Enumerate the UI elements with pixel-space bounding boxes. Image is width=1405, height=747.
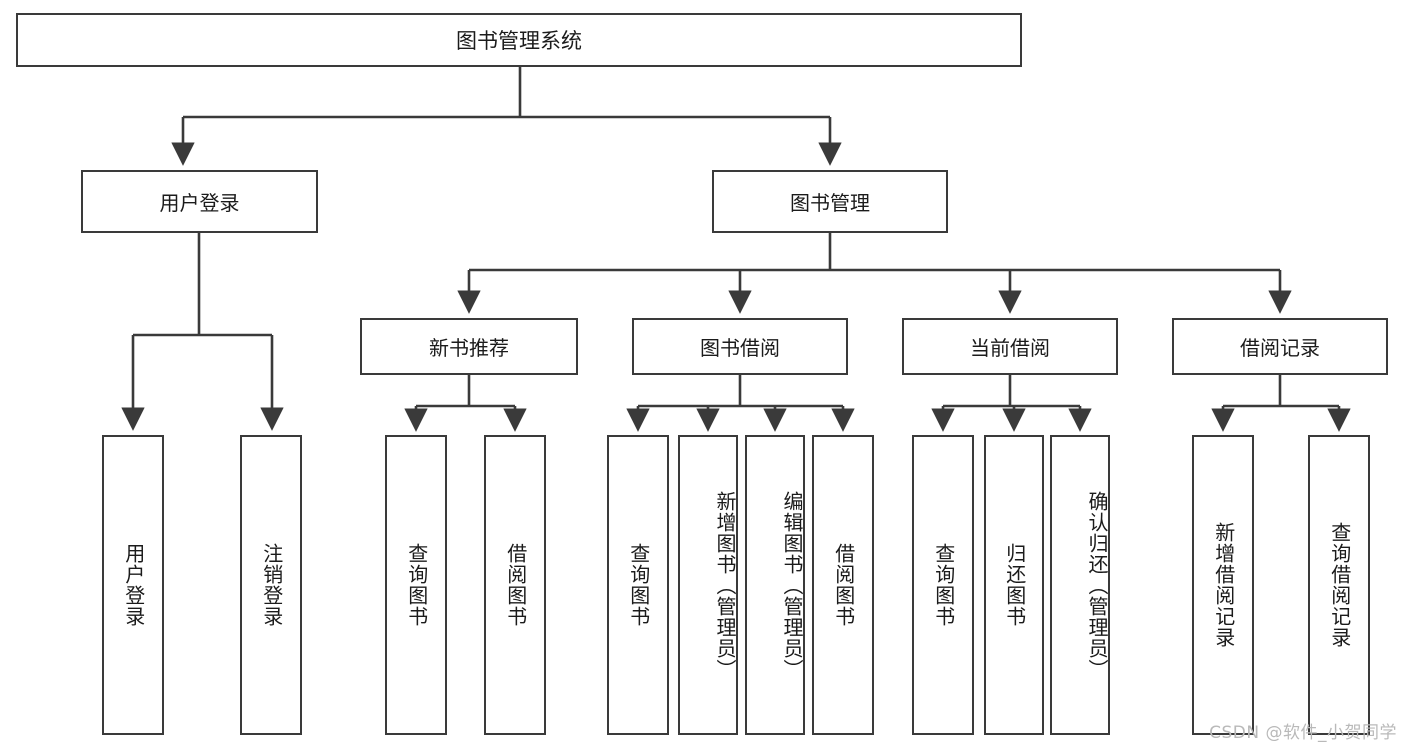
node-book-borrow[interactable]: 图书借阅 xyxy=(632,318,848,375)
node-borrow-record-label: 借阅记录 xyxy=(1240,336,1320,360)
leaf-return-book-label: 归还图书 xyxy=(1002,543,1027,627)
leaf-borrow-book-borrow[interactable]: 借阅图书 xyxy=(812,435,874,735)
leaf-user-logout-label: 注销登录 xyxy=(259,543,284,627)
node-user-login-label: 用户登录 xyxy=(159,191,240,215)
leaf-return-book[interactable]: 归还图书 xyxy=(984,435,1044,735)
leaf-query-book-recommend[interactable]: 查询图书 xyxy=(385,435,447,735)
leaf-borrow-book-borrow-label: 借阅图书 xyxy=(831,543,856,627)
leaf-query-book-current-label: 查询图书 xyxy=(931,543,956,627)
leaf-edit-book-admin-label: 编辑图书（管理员） xyxy=(780,490,804,680)
node-book-management[interactable]: 图书管理 xyxy=(712,170,948,233)
leaf-query-book-borrow[interactable]: 查询图书 xyxy=(607,435,669,735)
leaf-user-login[interactable]: 用户登录 xyxy=(102,435,164,735)
node-current-borrow-label: 当前借阅 xyxy=(970,336,1050,360)
node-user-login[interactable]: 用户登录 xyxy=(81,170,318,233)
leaf-add-book-admin[interactable]: 新增图书（管理员） xyxy=(678,435,738,735)
leaf-confirm-return-admin-label: 确认归还（管理员） xyxy=(1085,490,1109,680)
node-root[interactable]: 图书管理系统 xyxy=(16,13,1022,67)
leaf-query-book-current[interactable]: 查询图书 xyxy=(912,435,974,735)
node-book-borrow-label: 图书借阅 xyxy=(700,336,780,360)
node-current-borrow[interactable]: 当前借阅 xyxy=(902,318,1118,375)
leaf-add-book-admin-label: 新增图书（管理员） xyxy=(713,490,737,680)
leaf-edit-book-admin[interactable]: 编辑图书（管理员） xyxy=(745,435,805,735)
node-new-book-recommend[interactable]: 新书推荐 xyxy=(360,318,578,375)
node-new-book-recommend-label: 新书推荐 xyxy=(429,336,509,360)
leaf-user-login-label: 用户登录 xyxy=(121,543,146,627)
leaf-borrow-book-recommend-label: 借阅图书 xyxy=(503,543,528,627)
node-book-management-label: 图书管理 xyxy=(790,191,870,215)
leaf-query-book-recommend-label: 查询图书 xyxy=(404,543,429,627)
leaf-query-book-borrow-label: 查询图书 xyxy=(626,543,651,627)
leaf-add-borrow-record-label: 新增借阅记录 xyxy=(1211,522,1236,648)
leaf-borrow-book-recommend[interactable]: 借阅图书 xyxy=(484,435,546,735)
node-borrow-record[interactable]: 借阅记录 xyxy=(1172,318,1388,375)
leaf-add-borrow-record[interactable]: 新增借阅记录 xyxy=(1192,435,1254,735)
leaf-query-borrow-record-label: 查询借阅记录 xyxy=(1327,522,1352,648)
leaf-query-borrow-record[interactable]: 查询借阅记录 xyxy=(1308,435,1370,735)
leaf-user-logout[interactable]: 注销登录 xyxy=(240,435,302,735)
csdn-watermark: CSDN @软件_小贺同学 xyxy=(1209,723,1397,743)
node-root-label: 图书管理系统 xyxy=(456,29,582,53)
leaf-confirm-return-admin[interactable]: 确认归还（管理员） xyxy=(1050,435,1110,735)
